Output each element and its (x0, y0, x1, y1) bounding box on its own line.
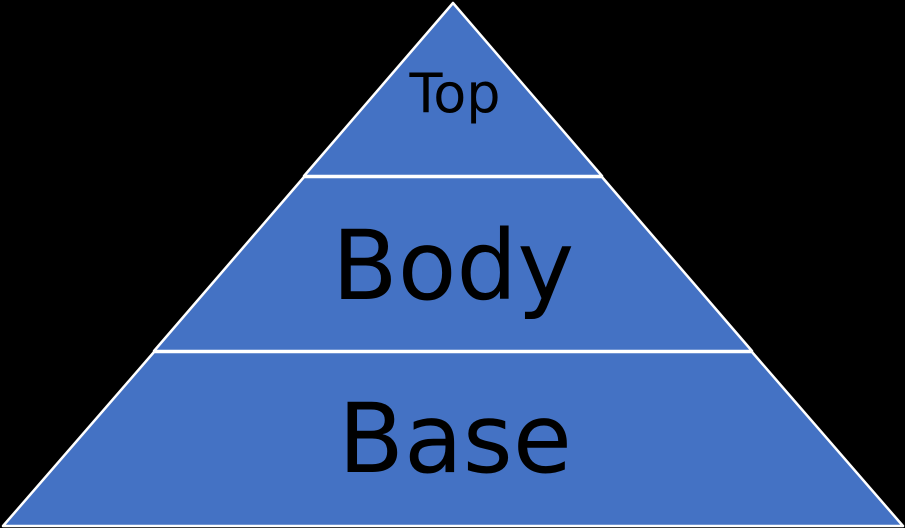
pyramid-label-body: Body (332, 210, 574, 322)
pyramid-level-base (1, 350, 905, 528)
pyramid-label-base: Base (338, 383, 572, 495)
pyramid-label-top: Top (408, 62, 500, 125)
